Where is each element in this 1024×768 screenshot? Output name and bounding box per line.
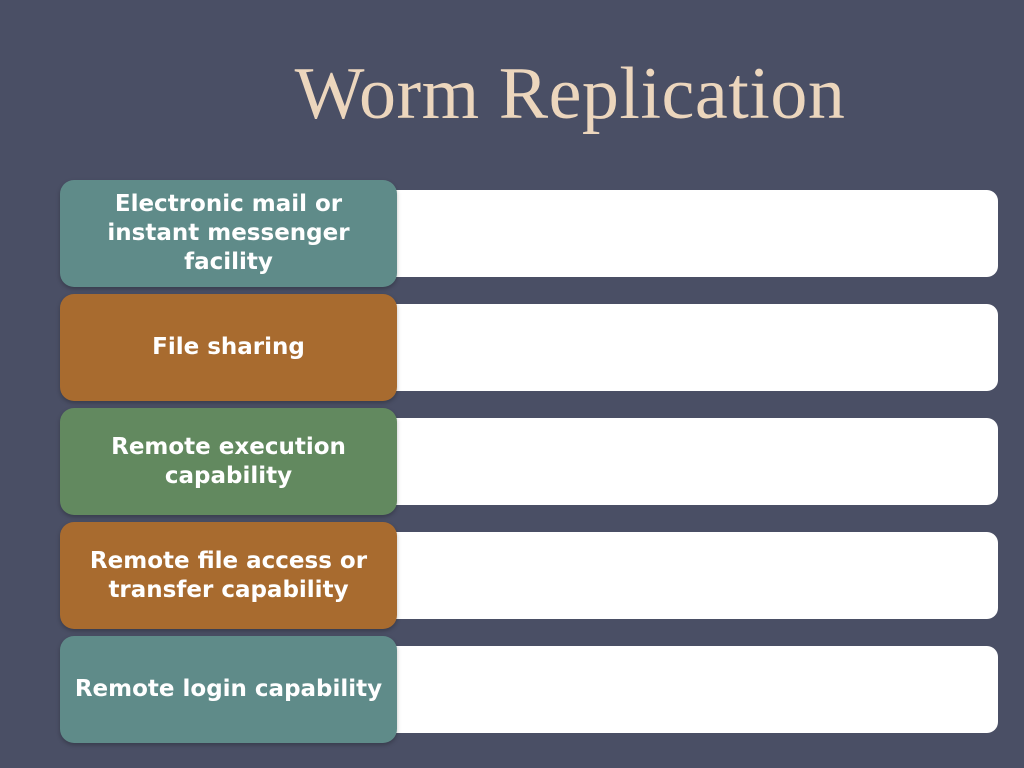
method-label: File sharing (152, 334, 305, 360)
slide-title: Worm Replication (294, 53, 846, 135)
method-label-box: Electronic mail or instant messenger fac… (60, 180, 397, 287)
method-label-box: Remote execution capability (60, 408, 397, 515)
method-label: Remote login capability (74, 676, 383, 702)
method-row-email-im: Electronic mail or instant messenger fac… (60, 180, 1000, 287)
method-label: Remote execution capability (111, 433, 346, 489)
method-description-bar (380, 418, 998, 505)
method-row-remote-file-access: Remote file access or transfer capabilit… (60, 522, 1000, 629)
method-description-bar (380, 304, 998, 391)
replication-methods-list: Electronic mail or instant messenger fac… (60, 180, 1000, 743)
method-row-file-sharing: File sharing (60, 294, 1000, 401)
method-label: Remote file access or transfer capabilit… (89, 547, 368, 603)
method-description-bar (380, 190, 998, 277)
method-description-bar (380, 532, 998, 619)
method-row-remote-login: Remote login capability (60, 636, 1000, 743)
method-label-box: Remote file access or transfer capabilit… (60, 522, 397, 629)
method-row-remote-execution: Remote execution capability (60, 408, 1000, 515)
method-description-bar (380, 646, 998, 733)
method-label-box: File sharing (60, 294, 397, 401)
method-label: Electronic mail or instant messenger fac… (107, 191, 350, 275)
method-label-box: Remote login capability (60, 636, 397, 743)
